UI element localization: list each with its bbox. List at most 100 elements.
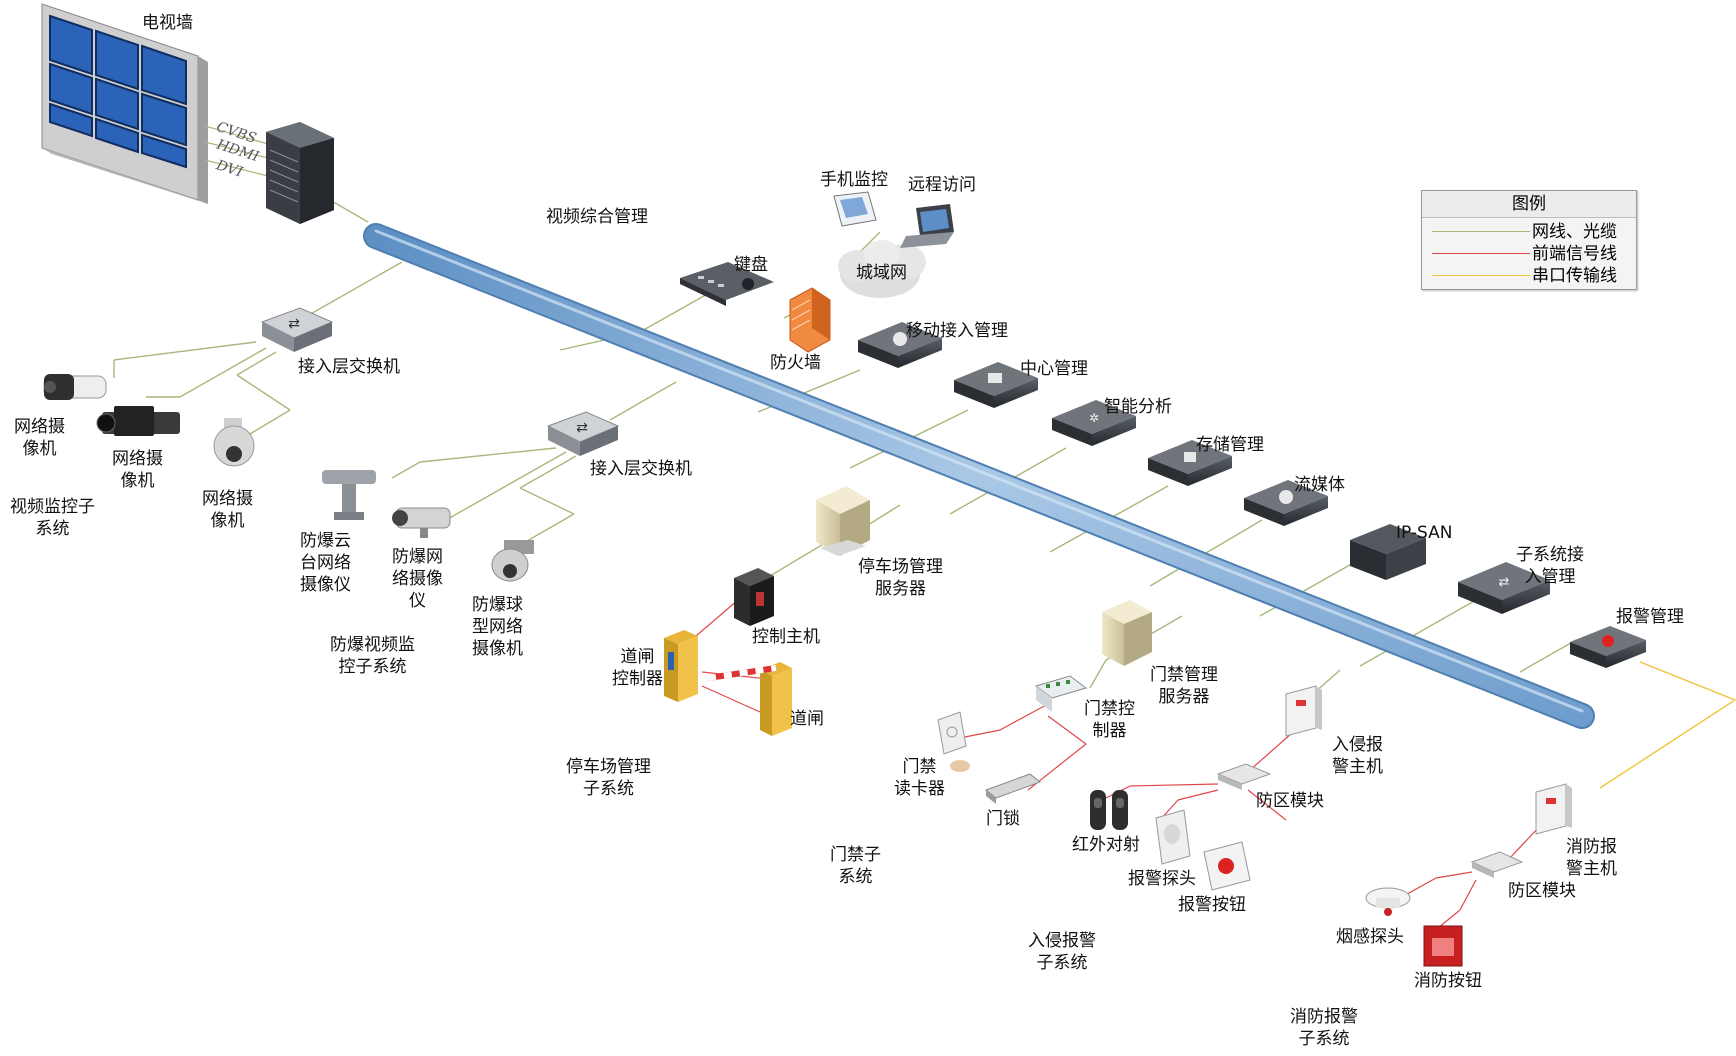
- fire-subsystem-label: 消防报警 子系统: [1290, 1007, 1358, 1049]
- door-lock-label: 门锁: [986, 809, 1020, 829]
- switch2-device: ⇄: [546, 411, 620, 456]
- smoke-label: 烟感探头: [1336, 927, 1404, 947]
- legend-item-serial: 串口传输线: [1422, 265, 1636, 287]
- parking-subsystem-label: 停车场管理 子系统: [566, 757, 651, 799]
- fire-host-panel: [1535, 783, 1572, 835]
- parking-server-label: 停车场管理 服务器: [858, 557, 943, 599]
- ipsan-label: IP-SAN: [1396, 523, 1453, 543]
- ex-camera-2: [392, 507, 451, 538]
- svg-text:⇄: ⇄: [1499, 575, 1510, 590]
- keyboard-label: 键盘: [734, 255, 768, 275]
- metro-net-label: 城域网: [856, 263, 907, 283]
- control-host-label: 控制主机: [752, 627, 820, 647]
- av-signal-lines: [204, 125, 269, 177]
- alarm-button-device: [1203, 841, 1251, 891]
- center-mgmt-label: 中心管理: [1020, 359, 1088, 379]
- network-camera-dome-3: [213, 418, 255, 467]
- legend-line-network: [1432, 231, 1530, 232]
- video-wall-label: 电视墙: [142, 13, 193, 33]
- alarm-mgmt-label: 报警管理: [1616, 607, 1684, 627]
- door-server-pc: [1102, 600, 1152, 666]
- barrier-controller: [664, 630, 698, 702]
- storage-mgmt-server: [1148, 440, 1232, 486]
- ipsan-storage: [1350, 524, 1426, 580]
- cam3-label: 网络摄 像机: [202, 489, 253, 531]
- legend-line-serial: [1432, 275, 1530, 276]
- card-reader-label: 门禁 读卡器: [894, 757, 945, 799]
- fire-button-label: 消防按钮: [1414, 971, 1482, 991]
- intrusion-subsystem-label: 入侵报警 子系统: [1028, 931, 1096, 973]
- rack-servers: ✲ ⇄: [858, 322, 1646, 668]
- smart-analysis-label: 智能分析: [1104, 397, 1172, 417]
- smart-analysis-server: ✲: [1052, 400, 1136, 446]
- switch1-label: 接入层交换机: [298, 357, 400, 377]
- subsystem-access-label: 子系统接 入管理: [1516, 545, 1584, 587]
- alarm-probe: [1155, 809, 1191, 865]
- fire-host-label: 消防报 警主机: [1566, 837, 1617, 879]
- door-ctrl-label: 门禁控 制器: [1084, 699, 1135, 741]
- video-wall-screens: [49, 14, 187, 169]
- zone-module2-label: 防区模块: [1508, 881, 1576, 901]
- keyboard-device: [680, 262, 774, 306]
- firewall-icon: [789, 287, 831, 353]
- alarm-probe-label: 报警探头: [1128, 869, 1196, 889]
- backbone-bus: [363, 223, 1595, 729]
- metro-network-cloud: [838, 240, 926, 298]
- svg-text:⇄: ⇄: [576, 420, 588, 436]
- zone-module1-label: 防区模块: [1256, 791, 1324, 811]
- cam1-label: 网络摄 像机: [14, 417, 65, 459]
- barrier-label: 道闸: [790, 709, 824, 729]
- subsystem-access-server: ⇄: [1458, 562, 1550, 614]
- zone-module-2: [1470, 851, 1524, 878]
- smoke-detector: [1365, 887, 1411, 916]
- switch2-label: 接入层交换机: [590, 459, 692, 479]
- ir-beam-label: 红外对射: [1072, 835, 1140, 855]
- door-controller-board: [1034, 675, 1088, 712]
- intrusion-host-label: 入侵报 警主机: [1332, 735, 1383, 777]
- alarm-button-label: 报警按钮: [1178, 895, 1246, 915]
- video-wall: [41, 3, 208, 204]
- streaming-server: [1244, 480, 1328, 526]
- decoder-rack: [266, 122, 334, 224]
- legend-label-serial: 串口传输线: [1532, 266, 1617, 286]
- door-lock: [984, 773, 1042, 804]
- legend-item-network: 网线、光缆: [1422, 221, 1636, 243]
- cam2-label: 网络摄 像机: [112, 449, 163, 491]
- legend-label-network: 网线、光缆: [1532, 222, 1617, 242]
- alarm-mgmt-server: [1570, 626, 1646, 668]
- svg-text:⇄: ⇄: [288, 316, 300, 332]
- mobile-access-server: [858, 322, 942, 368]
- ex-camera-dome-3: [491, 540, 534, 582]
- mobile-monitor-label: 手机监控: [820, 170, 888, 190]
- ex-cam1-label: 防爆云 台网络 摄像仪: [300, 531, 351, 595]
- ex-cam3-label: 防爆球 型网络 摄像机: [472, 595, 523, 659]
- center-mgmt-server: [954, 362, 1038, 408]
- legend-item-frontend: 前端信号线: [1422, 243, 1636, 265]
- card-reader: [937, 711, 970, 772]
- video-mgmt-label: 视频综合管理: [546, 207, 648, 227]
- svg-text:✲: ✲: [1089, 411, 1099, 425]
- legend-label-frontend: 前端信号线: [1532, 244, 1617, 264]
- door-server-label: 门禁管理 服务器: [1150, 665, 1218, 707]
- ex-subsystem-label: 防爆视频监 控子系统: [330, 635, 415, 677]
- door-subsystem-label: 门禁子 系统: [830, 845, 881, 887]
- parking-server-pc: [816, 486, 870, 556]
- serial-line: [1599, 661, 1736, 789]
- ir-beam-detectors: [1090, 790, 1128, 830]
- switch1-device: ⇄: [260, 307, 334, 352]
- ex-cam2-label: 防爆网 络摄像 仪: [392, 547, 443, 611]
- video-subsystem-label: 视频监控子 系统: [10, 497, 95, 539]
- laptop-icon: [900, 204, 954, 248]
- barrier-ctrl-label: 道闸 控制器: [612, 647, 663, 689]
- legend-title: 图例: [1422, 191, 1636, 218]
- control-host-cabinet: [734, 568, 774, 626]
- network-camera-bullet-1: [43, 374, 107, 400]
- legend-box: 图例 网线、光缆 前端信号线 串口传输线: [1421, 190, 1637, 290]
- remote-access-label: 远程访问: [908, 175, 976, 195]
- barrier-gate: [707, 662, 792, 736]
- streaming-label: 流媒体: [1294, 475, 1345, 495]
- mobile-phone-icon: [833, 191, 877, 227]
- firewall-label: 防火墙: [770, 353, 821, 373]
- mobile-access-mgmt-label: 移动接入管理: [906, 321, 1008, 341]
